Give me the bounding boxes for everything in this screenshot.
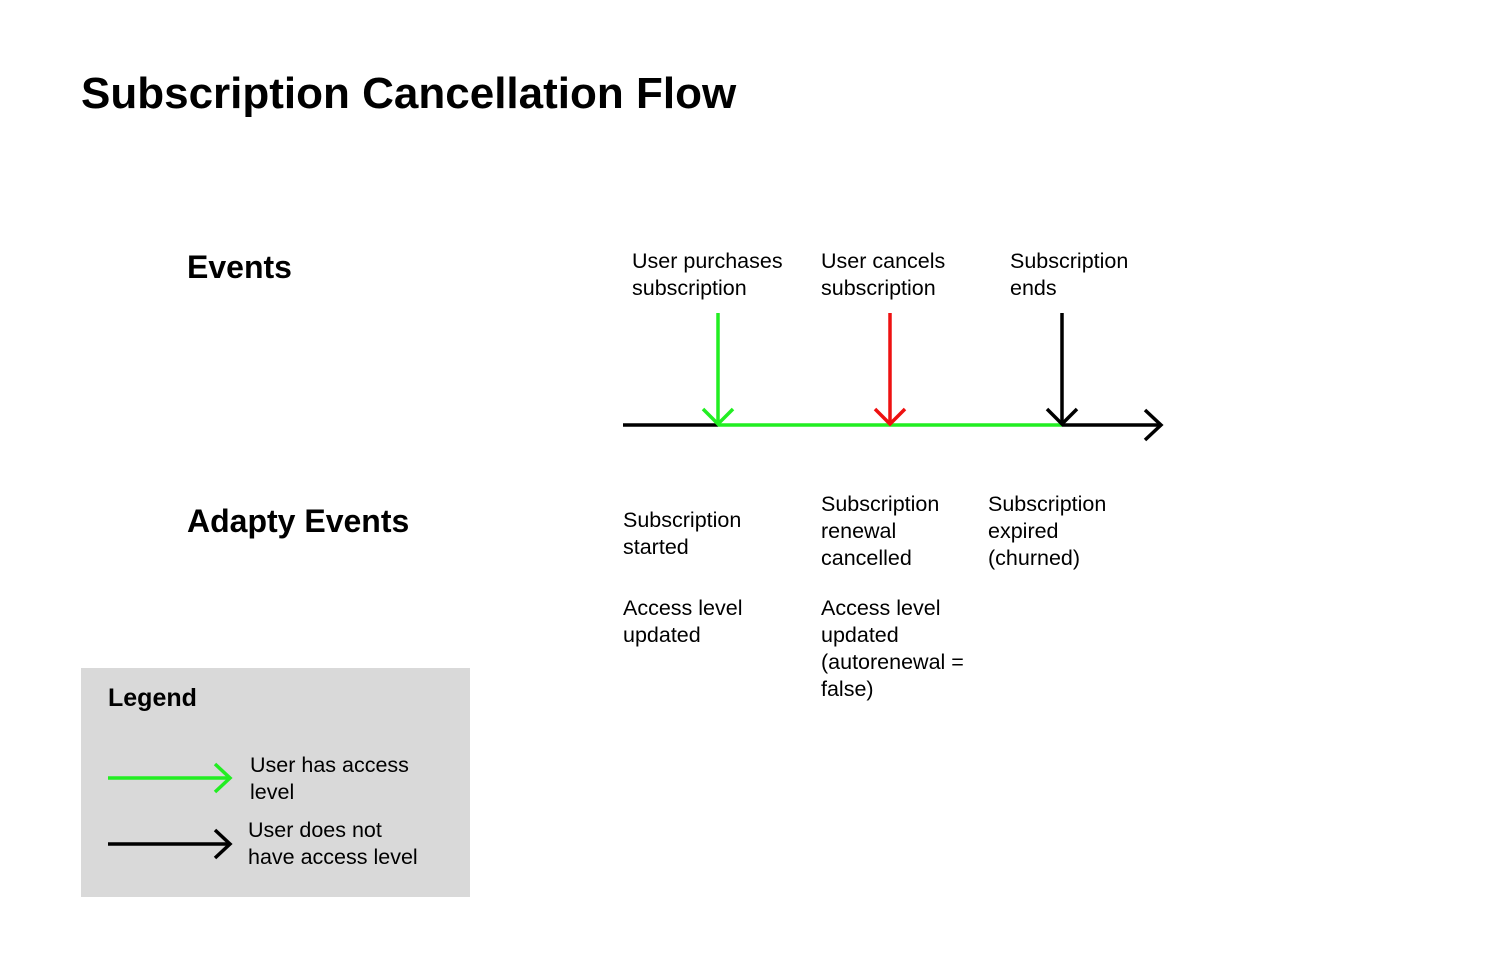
cancel-arrowhead	[873, 407, 907, 427]
adapty-event-expired: Subscription expired (churned)	[988, 492, 1107, 570]
legend-no-access-label: User does not have access level	[248, 818, 418, 869]
event-label-cancel: User cancels subscription	[821, 249, 946, 300]
end-arrowhead	[1045, 407, 1079, 427]
event-label-ends: Subscription ends	[1010, 249, 1129, 300]
adapty-event-access-updated-1: Access level updated	[623, 596, 743, 647]
legend-arrows	[108, 762, 233, 860]
adapty-event-subscription-started: Subscription started	[623, 508, 742, 559]
timeline-arrowhead	[1143, 408, 1164, 442]
legend-box: Legend User has access level User does n…	[81, 668, 470, 897]
events-section-label: Events	[187, 249, 292, 285]
legend-access-arrowhead	[213, 762, 233, 794]
legend-access-label: User has access level	[250, 753, 409, 804]
adapty-events-section-label: Adapty Events	[187, 503, 410, 539]
legend-title: Legend	[108, 684, 197, 712]
legend-no-access-arrowhead	[213, 828, 233, 860]
purchase-arrowhead	[701, 407, 735, 427]
page-title: Subscription Cancellation Flow	[81, 69, 737, 118]
event-label-purchase: User purchases subscription	[632, 249, 783, 300]
adapty-event-renewal-cancelled: Subscription renewal cancelled	[821, 492, 940, 570]
adapty-event-access-updated-2: Access level updated (autorenewal = fals…	[821, 596, 964, 701]
